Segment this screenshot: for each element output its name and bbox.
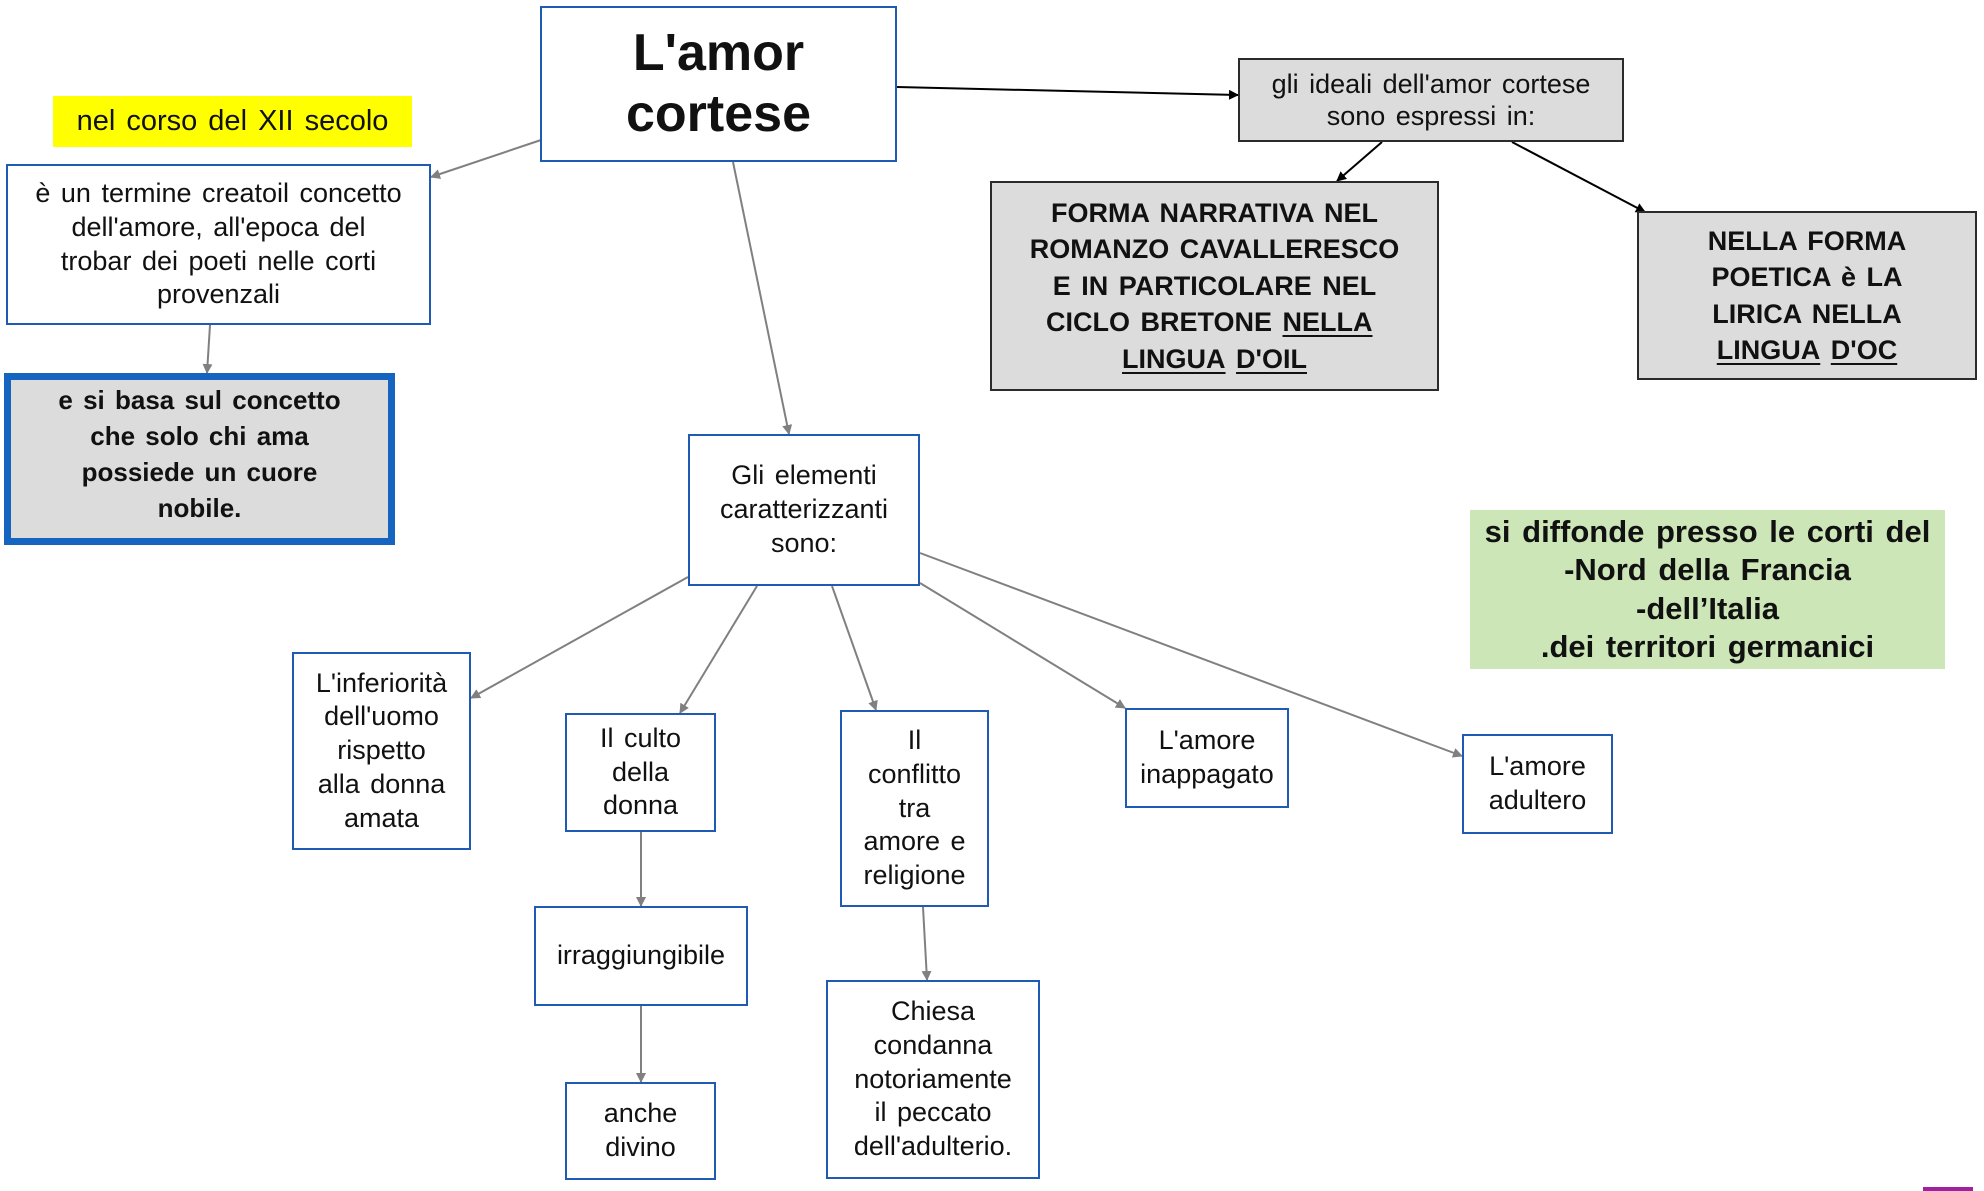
underlined-word: LINGUA	[1122, 343, 1226, 374]
edge-elementi-to-conflitto	[831, 585, 878, 711]
elements-node[interactable]: Gli elementi caratterizzanti sono:	[688, 434, 920, 586]
edge-title-to-elementi	[732, 161, 793, 435]
poetic-form-node[interactable]: NELLA FORMA POETICA è LA LIRICA NELLA LI…	[1637, 211, 1977, 380]
edge-ideali-to-nella	[1511, 141, 1646, 213]
concept-node[interactable]: e si basa sul concetto che solo chi ama …	[4, 373, 395, 545]
church-node[interactable]: Chiesa condanna notoriamente il peccato …	[826, 980, 1040, 1179]
definition-node[interactable]: è un termine creatoil concetto dell'amor…	[6, 164, 431, 325]
underlined-word: D'OC	[1830, 334, 1898, 365]
edge-title-to-termine	[430, 139, 542, 179]
edge-elementi-to-culto	[679, 585, 758, 714]
edge-elementi-to-inappagato	[919, 582, 1126, 709]
central-topic-node[interactable]: L'amor cortese	[540, 6, 897, 162]
underlined-word: NELLA	[1282, 307, 1373, 338]
narrative-form-body: FORMA NARRATIVA NEL ROMANZO CAVALLERESCO…	[1029, 197, 1400, 338]
edge-elementi-to-inferiorita	[470, 576, 689, 699]
inferiority-node[interactable]: L'inferiorità dell'uomo rispetto alla do…	[292, 652, 471, 850]
adulterous-love-node[interactable]: L'amore adultero	[1462, 734, 1613, 834]
narrative-form-node[interactable]: FORMA NARRATIVA NEL ROMANZO CAVALLERESCO…	[990, 181, 1439, 391]
narrative-form-text: FORMA NARRATIVA NEL ROMANZO CAVALLERESCO…	[1030, 195, 1400, 377]
edge-ideali-to-forma	[1336, 141, 1383, 182]
spread-node[interactable]: si diffonde presso le corti del -Nord de…	[1470, 510, 1945, 669]
unfulfilled-love-node[interactable]: L'amore inappagato	[1125, 708, 1289, 808]
poetic-form-body: NELLA FORMA POETICA è LA LIRICA NELLA	[1707, 225, 1907, 329]
edge-conflitto-to-chiesa	[921, 906, 932, 981]
cult-node[interactable]: Il culto della donna	[565, 713, 716, 832]
unreachable-node[interactable]: irraggiungibile	[534, 906, 748, 1006]
ideals-node[interactable]: gli ideali dell'amor cortese sono espres…	[1238, 58, 1624, 142]
underlined-word: LINGUA	[1716, 334, 1821, 365]
underlined-word: D'OIL	[1236, 343, 1307, 374]
edge-termine-to-basa	[202, 324, 213, 374]
conflict-node[interactable]: Il conflitto tra amore e religione	[840, 710, 989, 907]
poetic-form-text: NELLA FORMA POETICA è LA LIRICA NELLA LI…	[1708, 223, 1906, 369]
period-label: nel corso del XII secolo	[53, 96, 412, 147]
edge-title-to-ideali	[896, 86, 1239, 100]
corner-mark	[1923, 1187, 1973, 1191]
divine-node[interactable]: anche divino	[565, 1082, 716, 1180]
